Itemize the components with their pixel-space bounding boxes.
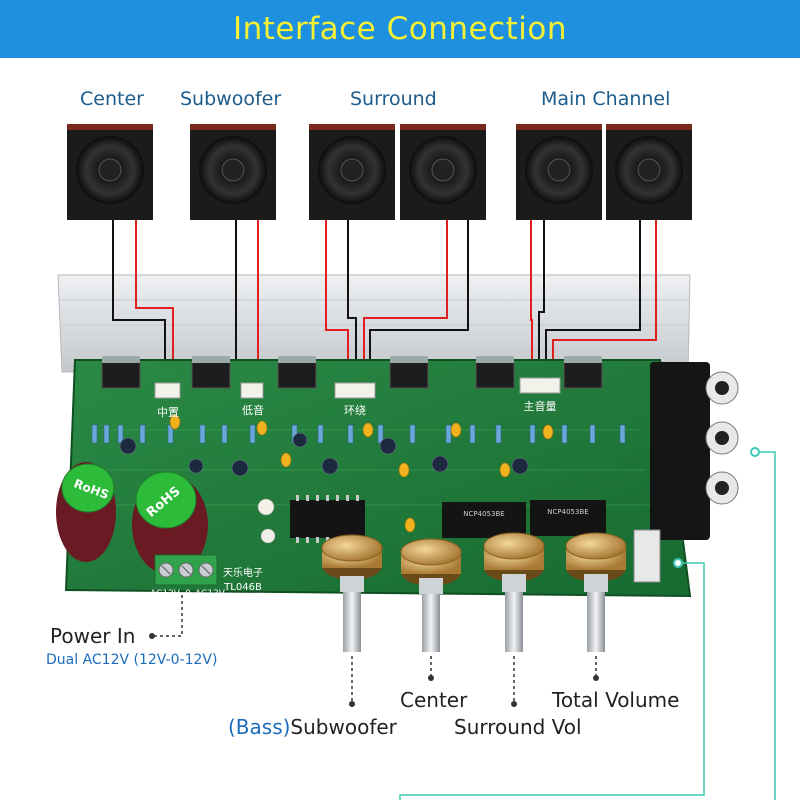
svg-text:NCP4053BE: NCP4053BE [463, 510, 504, 518]
potentiometer-total-volume [565, 532, 627, 652]
speaker-main-right [606, 124, 692, 220]
svg-text:NCP4053BE: NCP4053BE [547, 508, 588, 516]
teal-leaders [399, 451, 776, 800]
power-spec-label: Dual AC12V (12V-0-12V) [46, 652, 218, 668]
speaker-label-subwoofer: Subwoofer [180, 88, 282, 110]
power-transistors [101, 361, 603, 389]
resistor-rows [91, 424, 626, 444]
ic-chips: NCP4053BE NCP4053BE [290, 495, 606, 543]
speaker-surround-right [400, 124, 486, 220]
terminal-label-1: AC12V [150, 589, 181, 599]
connector-label-center: 中置 [157, 406, 179, 419]
power-in-label: Power In [50, 624, 136, 648]
potentiometer-surround [483, 532, 545, 652]
terminal-label-2: 0 [185, 589, 191, 599]
model-silkscreen: TL046B [223, 582, 262, 593]
main-capacitor-left: RoHS [56, 462, 116, 562]
speaker-connectors [154, 377, 561, 399]
connector-label-bass: 低音 [242, 403, 264, 417]
center-knob-label: Center [400, 688, 468, 712]
annotation-leaders [154, 592, 597, 702]
small-capacitors [169, 414, 554, 533]
rca-input-jacks [650, 362, 739, 540]
total-volume-label: Total Volume [552, 688, 680, 712]
connector-label-main: 主音量 [524, 399, 557, 413]
brand-silkscreen: 天乐电子 [223, 566, 263, 579]
surround-vol-label: Surround Vol [454, 715, 582, 739]
terminal-label-3: AC12V [195, 589, 226, 599]
speaker-main-left [516, 124, 602, 220]
speaker-surround-left [309, 124, 395, 220]
subwoofer-text: Subwoofer [290, 715, 397, 739]
speaker-label-center: Center [80, 88, 144, 110]
subwoofer-knob-label: (Bass)Subwoofer [228, 715, 397, 739]
page-title: Interface Connection [232, 11, 568, 47]
power-terminal [154, 554, 218, 586]
connector-label-surround: 环绕 [344, 404, 366, 417]
speaker-center [67, 124, 153, 220]
main-capacitor-right: RoHS [132, 471, 208, 575]
transistor-tabs [102, 356, 602, 363]
electrolytic-capacitors [119, 432, 529, 477]
title-banner [0, 0, 800, 58]
speaker-label-surround: Surround [350, 88, 437, 110]
switch-component [633, 529, 661, 583]
potentiometer-subwoofer [321, 534, 383, 652]
potentiometer-center [400, 538, 462, 652]
bass-prefix: (Bass) [228, 715, 291, 739]
speaker-label-main-channel: Main Channel [541, 88, 671, 110]
speaker-subwoofer [190, 124, 276, 220]
